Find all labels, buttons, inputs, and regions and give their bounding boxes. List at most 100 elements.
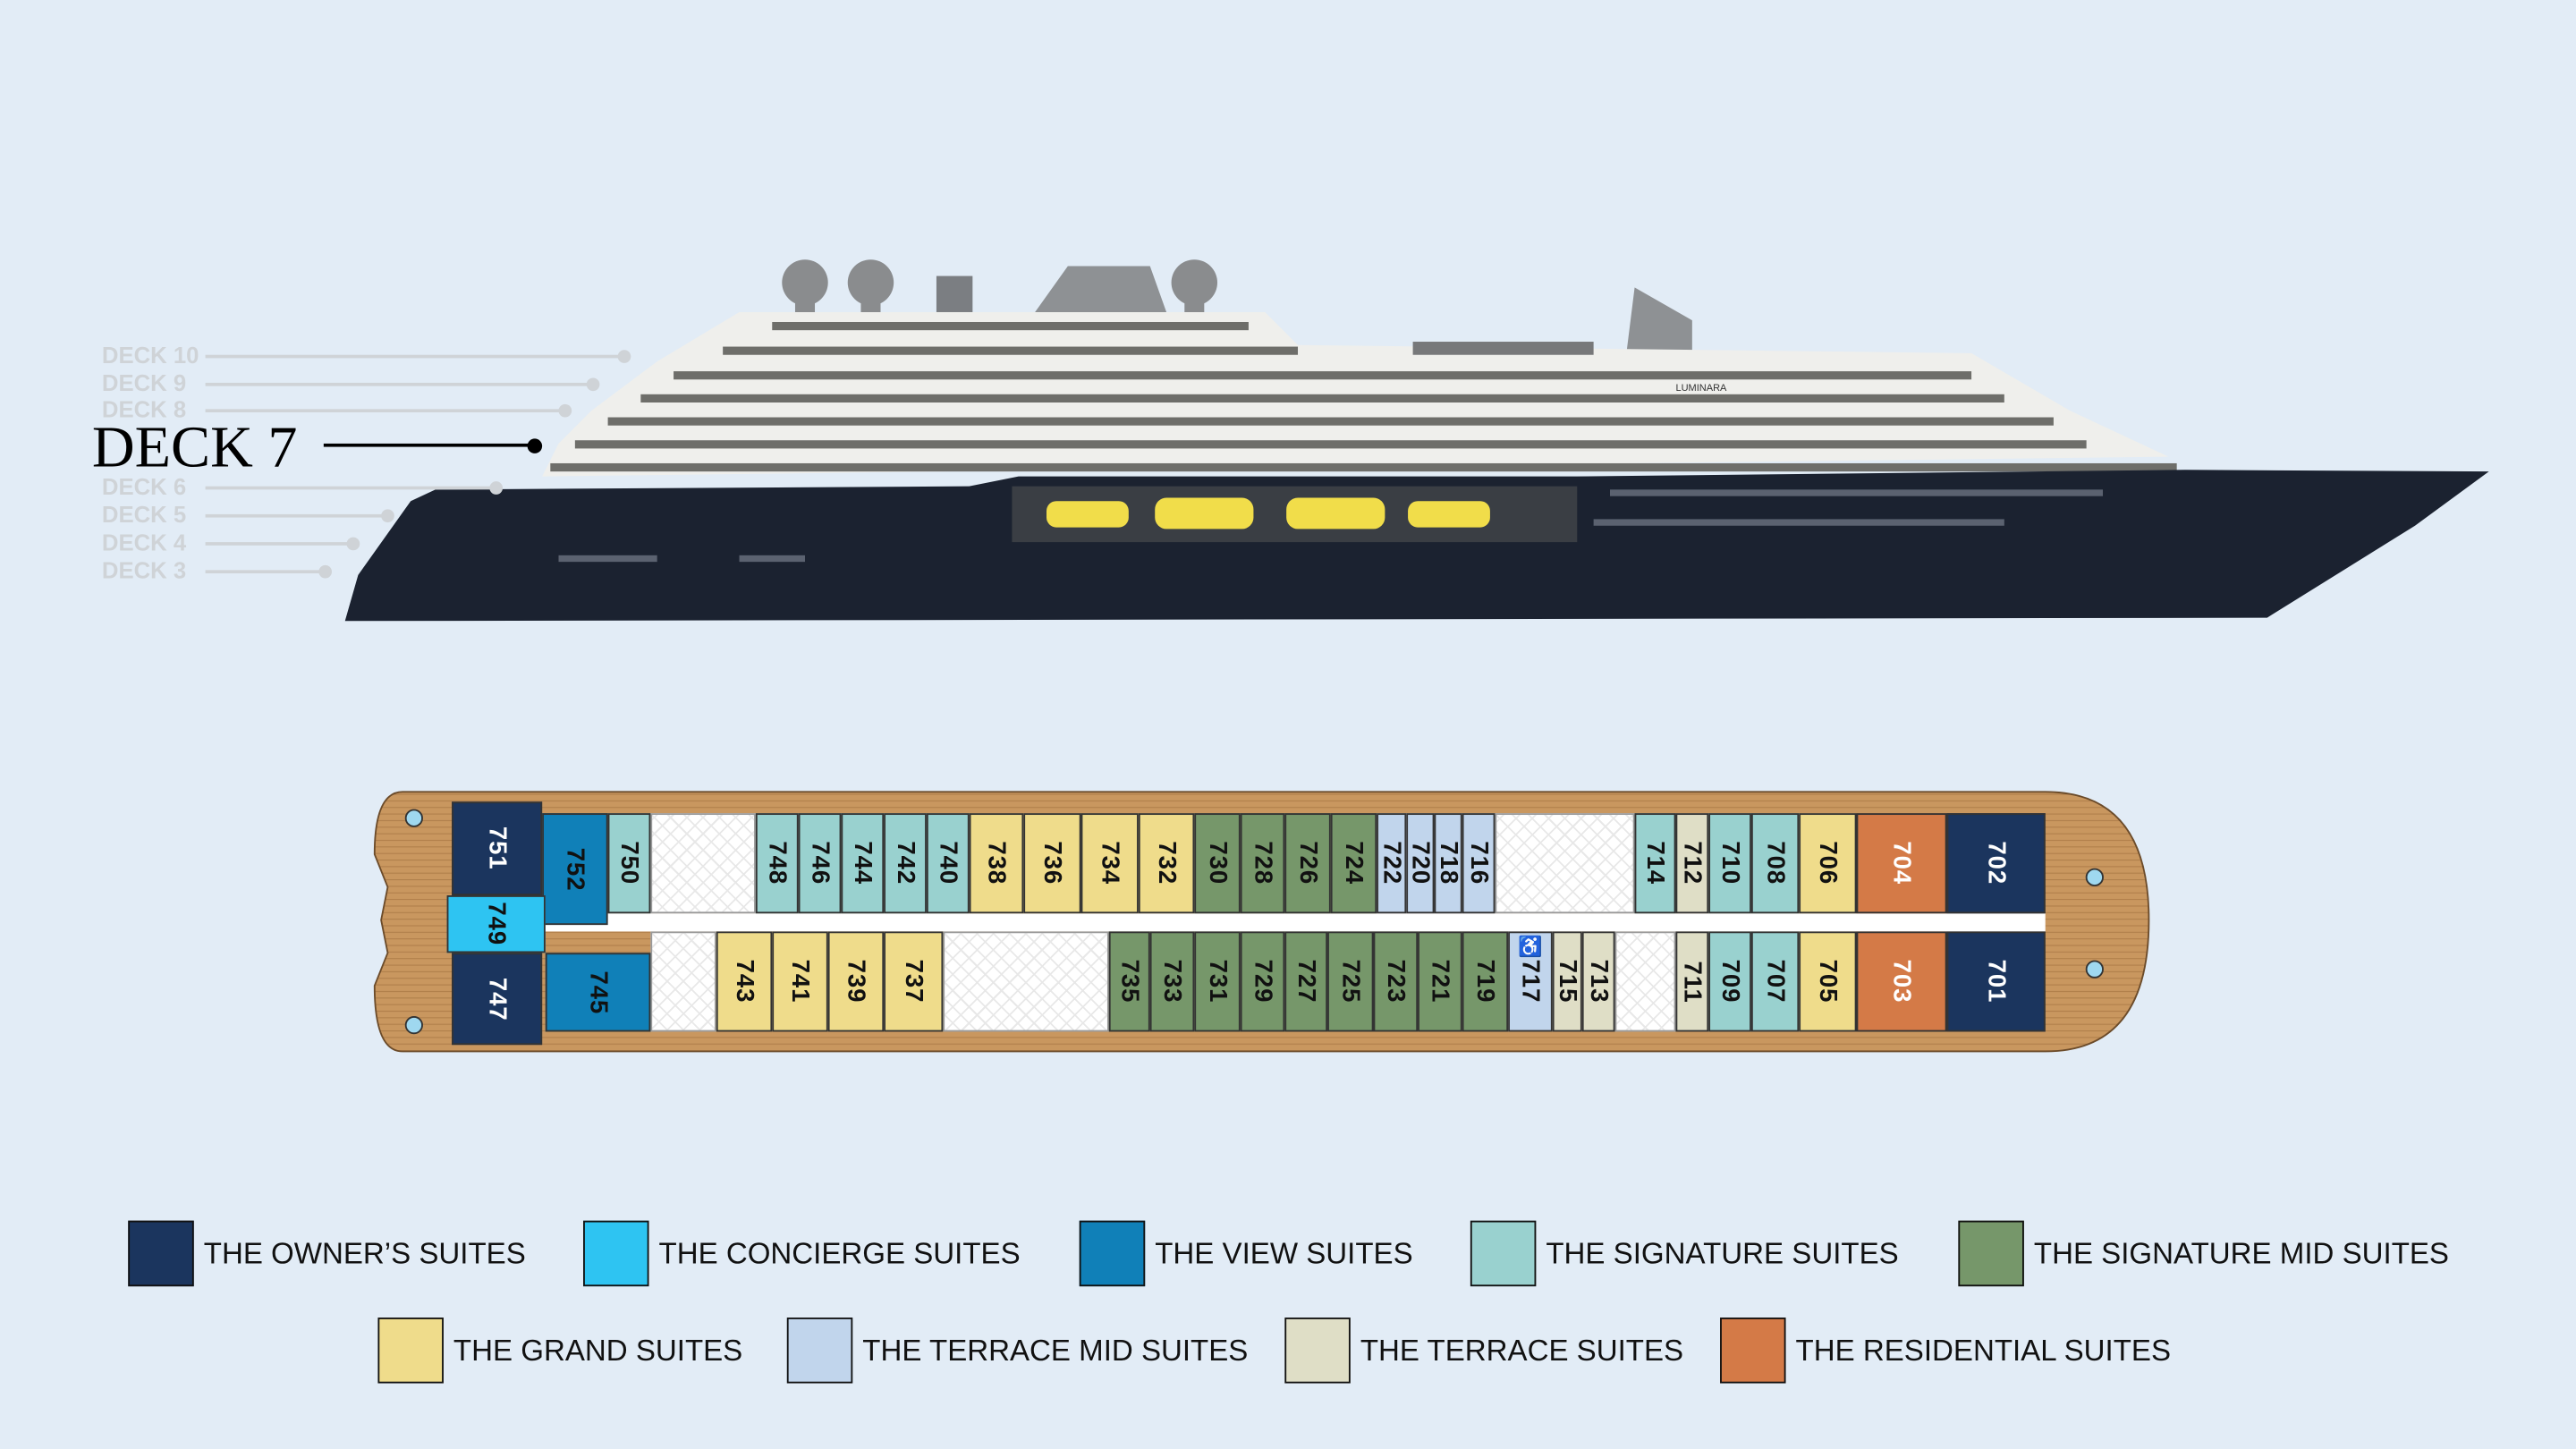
cabin-706[interactable]: 706 — [1799, 813, 1857, 914]
cabin-number: 745 — [583, 970, 613, 1014]
cabin-742[interactable]: 742 — [884, 813, 927, 914]
legend-swatch — [1958, 1220, 2024, 1287]
cabin-number: 708 — [1760, 841, 1790, 886]
deck-link-3[interactable]: DECK 3 — [101, 556, 187, 584]
cabin-number: 742 — [891, 841, 919, 886]
cabin-734[interactable]: 734 — [1080, 813, 1139, 914]
legend-label: THE GRAND SUITES — [453, 1333, 743, 1367]
legend-swatch — [377, 1318, 444, 1384]
cabin-number: 702 — [1982, 841, 2011, 886]
cabin-723[interactable]: 723 — [1373, 931, 1419, 1032]
cabin-702[interactable]: 702 — [1946, 813, 2046, 914]
cabin-number: 725 — [1336, 960, 1365, 1004]
cabin-number: 712 — [1678, 841, 1707, 886]
cabin-715[interactable]: 715 — [1552, 931, 1582, 1032]
legend-swatch — [1720, 1318, 1786, 1384]
cabin-726[interactable]: 726 — [1284, 813, 1331, 914]
cabin-735[interactable]: 735 — [1108, 931, 1150, 1032]
deck-pointer-line — [205, 486, 496, 489]
cabin-743[interactable]: 743 — [716, 931, 773, 1032]
cabin-751[interactable]: 751 — [452, 801, 543, 896]
legend-swatch — [1079, 1220, 1146, 1287]
cabin-741[interactable]: 741 — [772, 931, 828, 1032]
cabin-712[interactable]: 712 — [1675, 813, 1709, 914]
cabin-718[interactable]: 718 — [1434, 813, 1462, 914]
legend-label: THE CONCIERGE SUITES — [658, 1236, 1021, 1269]
cabin-739[interactable]: 739 — [827, 931, 885, 1032]
cabin-707[interactable]: 707 — [1750, 931, 1800, 1032]
cabin-number: 713 — [1584, 960, 1613, 1004]
cabin-713[interactable]: 713 — [1581, 931, 1615, 1032]
cabin-737[interactable]: 737 — [884, 931, 944, 1032]
cabin-731[interactable]: 731 — [1194, 931, 1241, 1032]
deck-pointer-line — [205, 542, 353, 545]
cabin-736[interactable]: 736 — [1023, 813, 1081, 914]
legend-item-residential: THE RESIDENTIAL SUITES — [1720, 1318, 2171, 1384]
cabin-722[interactable]: 722 — [1377, 813, 1407, 914]
cabin-740[interactable]: 740 — [926, 813, 970, 914]
cabin-749[interactable]: 749 — [446, 895, 546, 953]
ship-superstructure: LUMINARA — [542, 311, 2177, 477]
cabin-number: 735 — [1115, 960, 1144, 1004]
legend-item-terrace: THE TERRACE SUITES — [1284, 1318, 1683, 1384]
deck-link-4[interactable]: DECK 4 — [101, 529, 187, 555]
cabin-number: 739 — [842, 960, 870, 1004]
cabin-number: 727 — [1292, 960, 1320, 1004]
cabin-714[interactable]: 714 — [1634, 813, 1676, 914]
cabin-721[interactable]: 721 — [1418, 931, 1462, 1032]
legend-item-signature-mid: THE SIGNATURE MID SUITES — [1958, 1220, 2449, 1287]
deck-link-10[interactable]: DECK 10 — [101, 342, 199, 369]
deck-pointer-line — [205, 354, 624, 358]
cabin-717[interactable]: ♿717 — [1508, 931, 1553, 1032]
cabin-710[interactable]: 710 — [1708, 813, 1751, 914]
cabin-730[interactable]: 730 — [1194, 813, 1241, 914]
cabin-729[interactable]: 729 — [1240, 931, 1285, 1032]
cabin-725[interactable]: 725 — [1327, 931, 1374, 1032]
cabin-746[interactable]: 746 — [798, 813, 842, 914]
cabin-number: 731 — [1203, 960, 1232, 1004]
wheelchair-icon: ♿ — [1518, 935, 1543, 958]
cabin-number: 747 — [482, 977, 512, 1021]
cabin-732[interactable]: 732 — [1138, 813, 1195, 914]
cabin-705[interactable]: 705 — [1799, 931, 1857, 1032]
cabin-716[interactable]: 716 — [1462, 813, 1496, 914]
legend-item-concierge: THE CONCIERGE SUITES — [583, 1220, 1021, 1287]
cabin-number: 744 — [848, 841, 877, 886]
deck-link-5[interactable]: DECK 5 — [101, 501, 187, 528]
cabin-number: 743 — [730, 960, 758, 1004]
cabin-748[interactable]: 748 — [755, 813, 799, 914]
legend-label: THE TERRACE MID SUITES — [862, 1333, 1249, 1367]
cabin-number: 728 — [1248, 841, 1277, 886]
cabin-724[interactable]: 724 — [1330, 813, 1377, 914]
cabin-752[interactable]: 752 — [542, 813, 608, 926]
cabin-733[interactable]: 733 — [1149, 931, 1195, 1032]
cabin-747[interactable]: 747 — [452, 953, 543, 1046]
deck-pointer-dot — [586, 377, 600, 392]
public-area — [1495, 813, 1635, 914]
deck-link-8[interactable]: DECK 8 — [101, 395, 187, 423]
cabin-750[interactable]: 750 — [607, 813, 651, 914]
cabin-738[interactable]: 738 — [969, 813, 1024, 914]
cabin-708[interactable]: 708 — [1750, 813, 1800, 914]
deck-link-6[interactable]: DECK 6 — [101, 472, 187, 500]
cabin-number: 741 — [785, 960, 815, 1004]
public-area — [1614, 931, 1676, 1032]
cabin-703[interactable]: 703 — [1856, 931, 1947, 1032]
cabin-number: 732 — [1152, 841, 1181, 886]
cabin-745[interactable]: 745 — [545, 953, 651, 1032]
cabin-704[interactable]: 704 — [1856, 813, 1947, 914]
cabin-701[interactable]: 701 — [1946, 931, 2046, 1032]
ship-hull — [344, 470, 2489, 622]
cabin-744[interactable]: 744 — [841, 813, 885, 914]
deck-link-9[interactable]: DECK 9 — [101, 369, 187, 396]
cabin-728[interactable]: 728 — [1240, 813, 1285, 914]
cabin-720[interactable]: 720 — [1406, 813, 1435, 914]
cabin-711[interactable]: 711 — [1675, 931, 1709, 1032]
cabin-709[interactable]: 709 — [1708, 931, 1751, 1032]
legend-item-signature: THE SIGNATURE SUITES — [1470, 1220, 1899, 1287]
cabin-727[interactable]: 727 — [1284, 931, 1328, 1032]
cabin-719[interactable]: 719 — [1462, 931, 1509, 1032]
cabin-number: 707 — [1760, 960, 1790, 1004]
cabin-number: 748 — [763, 841, 792, 886]
current-deck-pointer-dot — [527, 438, 543, 453]
